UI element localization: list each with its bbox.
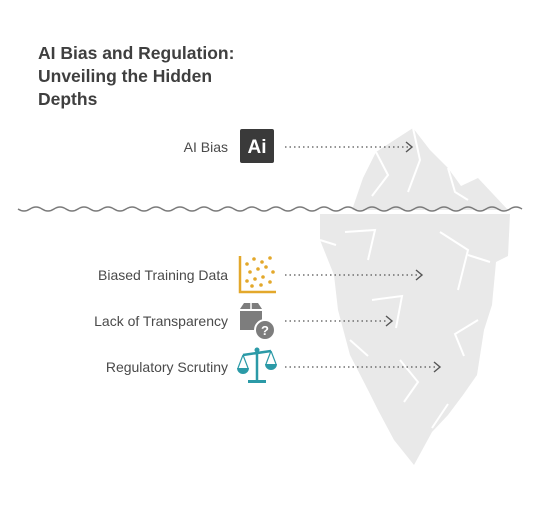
connector-regulatory-scrutiny [285, 361, 442, 373]
label-lack-of-transparency: Lack of Transparency [94, 313, 228, 329]
label-regulatory-scrutiny: Regulatory Scrutiny [105, 359, 228, 375]
water-line [17, 206, 523, 212]
title-line-2: Unveiling the Hidden [38, 66, 213, 86]
connector-lack-of-transparency [285, 315, 394, 327]
connector-biased-training-data [285, 269, 424, 281]
label-ai-bias: AI Bias [183, 139, 228, 155]
label-biased-training-data: Biased Training Data [98, 267, 228, 283]
title-line-1: AI Bias and Regulation: [38, 43, 235, 63]
page-title: AI Bias and Regulation: Unveiling the Hi… [38, 42, 278, 111]
iceberg-body [320, 214, 510, 465]
svg-text:?: ? [261, 323, 269, 338]
ai-logo-icon: Ai [240, 129, 274, 163]
svg-text:Ai: Ai [248, 137, 267, 158]
connector-ai-bias [285, 141, 414, 153]
iceberg-tip [352, 128, 508, 210]
scales-icon [237, 347, 277, 383]
unknown-box-icon: ? [240, 303, 276, 341]
title-line-3: Depths [38, 89, 98, 109]
iceberg-facets [319, 127, 491, 429]
scatter-chart-icon [238, 256, 276, 294]
